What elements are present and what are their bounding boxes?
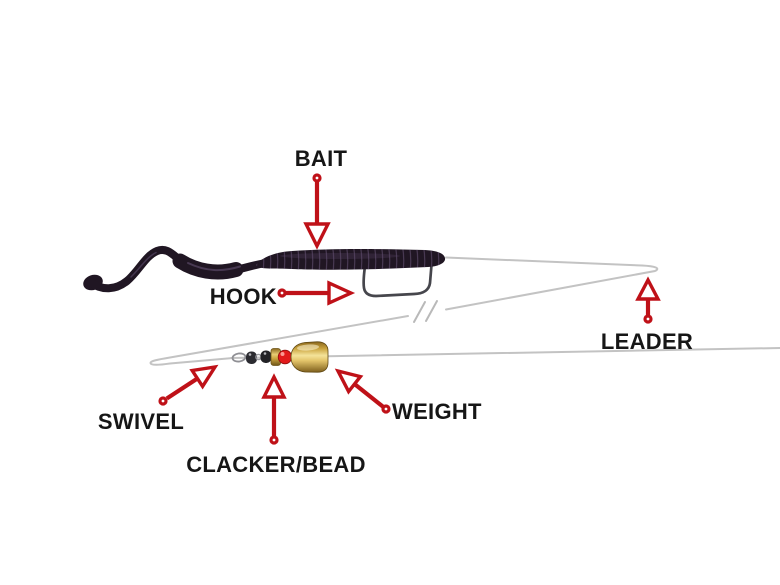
swivel-label: SWIVEL bbox=[98, 409, 184, 434]
weight-label: WEIGHT bbox=[392, 399, 482, 424]
clacker-bead bbox=[277, 349, 293, 365]
clacker-bead-label: CLACKER/BEAD bbox=[186, 452, 366, 477]
leader-line bbox=[149, 256, 659, 366]
worm-bait bbox=[83, 246, 446, 293]
hook-arrow bbox=[277, 280, 356, 306]
weight-arrow bbox=[334, 368, 391, 414]
hook bbox=[362, 257, 434, 298]
leader-label: LEADER bbox=[601, 329, 693, 354]
bullet-weight bbox=[290, 341, 329, 373]
swivel-arrow bbox=[158, 364, 219, 406]
barrel-swivel bbox=[231, 350, 272, 364]
leader-arrow bbox=[635, 276, 661, 324]
line-break-marks bbox=[413, 300, 438, 323]
bait-label: BAIT bbox=[295, 146, 348, 171]
bait-arrow bbox=[303, 173, 331, 250]
clacker-bead-arrow bbox=[261, 373, 287, 445]
hook-label: HOOK bbox=[210, 284, 277, 309]
